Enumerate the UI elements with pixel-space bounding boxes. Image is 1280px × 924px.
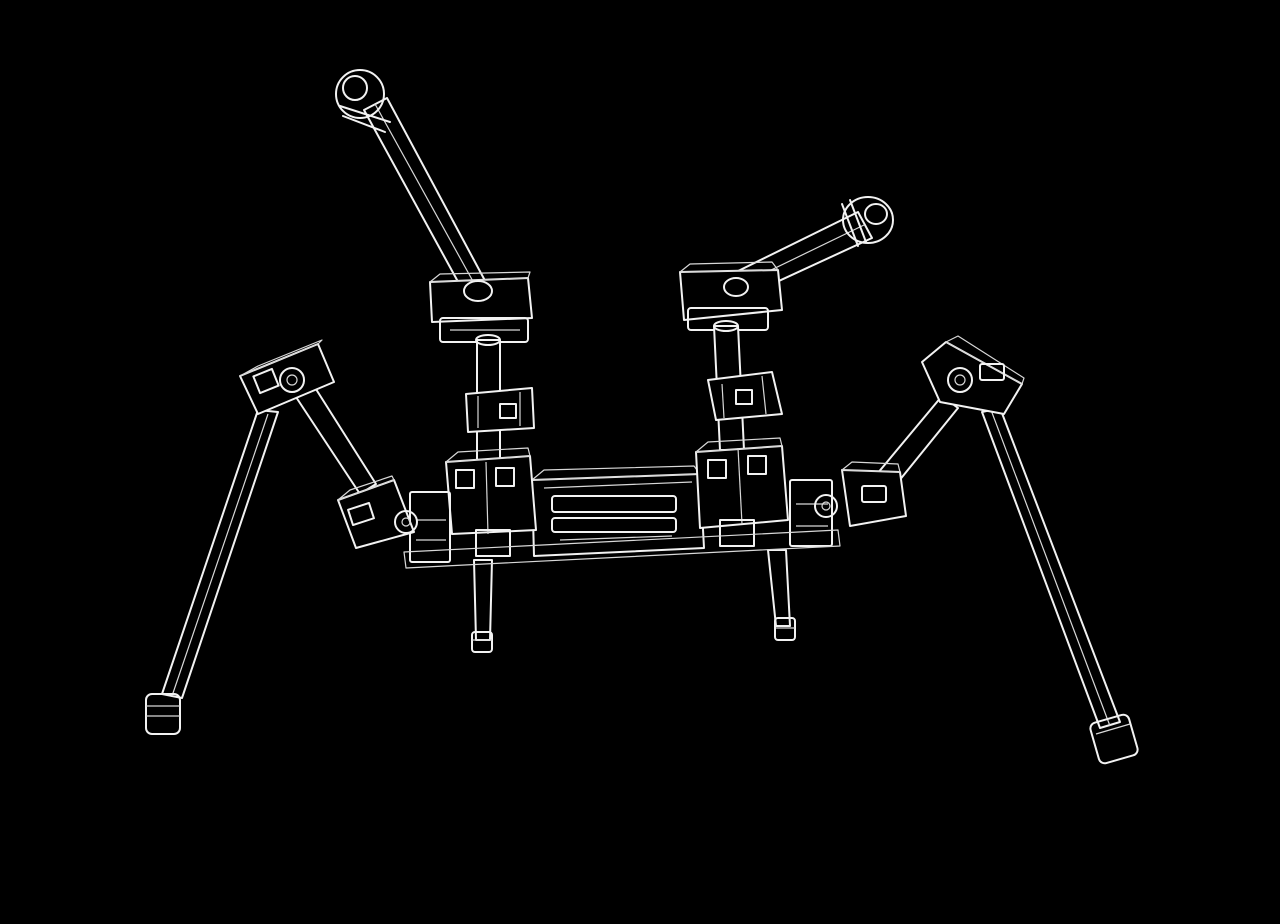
small-bracket-left [465, 387, 535, 433]
hip-box-right [695, 437, 833, 547]
servo-left-upper [239, 339, 335, 415]
hip-mount-right [679, 261, 783, 331]
servo-right-upper [921, 335, 1025, 415]
small-bracket-right [707, 371, 783, 421]
side-leg-left [145, 385, 377, 735]
hip-mount-left [429, 271, 533, 343]
servo-right-lower [814, 461, 907, 527]
side-leg-right [871, 395, 1139, 765]
hip-box-left [409, 447, 537, 563]
bottom-rail [403, 529, 841, 569]
servo-left-lower [337, 475, 418, 549]
body-chassis [531, 465, 705, 557]
raised-leg-left [335, 69, 491, 301]
